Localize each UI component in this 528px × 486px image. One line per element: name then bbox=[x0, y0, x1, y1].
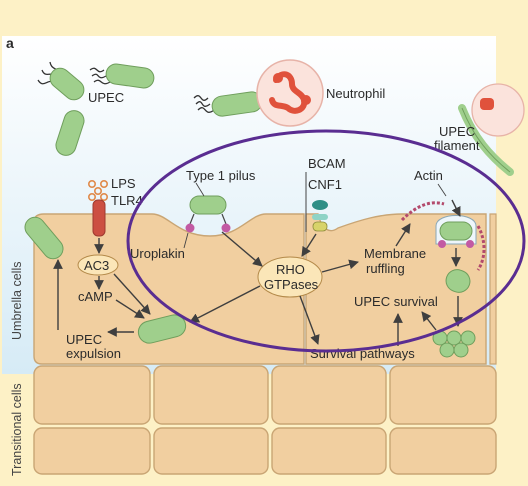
upec-bacterium-topleft bbox=[37, 61, 85, 101]
ac3-label: AC3 bbox=[84, 258, 109, 273]
uroplakin-label: Uroplakin bbox=[130, 246, 185, 261]
neutrophil bbox=[256, 59, 324, 127]
transitional-cells-label: Transitional cells bbox=[10, 383, 24, 476]
umbrella-cells-label: Umbrella cells bbox=[10, 262, 24, 341]
camp-label: cAMP bbox=[78, 289, 113, 304]
upec-filament-label-line1: UPEC bbox=[439, 124, 475, 139]
neutrophil-label: Neutrophil bbox=[326, 86, 385, 101]
membrane-ruffling-label-line2: ruffling bbox=[366, 261, 405, 276]
lps-tlr4-complex bbox=[88, 180, 109, 237]
upec-expulsion-label-line2: expulsion bbox=[66, 346, 121, 361]
transitional-cell bbox=[33, 365, 151, 425]
transitional-cell-layer bbox=[33, 365, 497, 475]
upec-filament-label-line2: filament bbox=[434, 138, 480, 153]
type1-pilus-label: Type 1 pilus bbox=[186, 168, 256, 183]
actin-label: Actin bbox=[414, 168, 443, 183]
membrane-ruffling-label-line1: Membrane bbox=[364, 246, 426, 261]
intracellular-bacterium bbox=[445, 269, 471, 293]
cnf1-toxin bbox=[305, 172, 328, 232]
arrow-rho-to-survival-pathways bbox=[299, 295, 320, 345]
upec-bacterium-top bbox=[89, 63, 155, 89]
upec-bacterium-expelled bbox=[137, 314, 187, 344]
transitional-cell bbox=[271, 365, 387, 425]
upec-bacterium-left-edge bbox=[24, 216, 64, 260]
invading-bacterium bbox=[435, 215, 477, 248]
upec-label: UPEC bbox=[88, 90, 124, 105]
cnf1-label: CNF1 bbox=[308, 177, 342, 192]
upec-bacterium-near-neutrophil bbox=[193, 91, 263, 117]
upec-expulsion-label-line1: UPEC bbox=[66, 332, 102, 347]
uroplakin-leader bbox=[183, 232, 189, 249]
arrow-cnf1-to-rho bbox=[301, 233, 317, 257]
ac3-oval bbox=[77, 254, 119, 276]
transitional-cell bbox=[271, 427, 387, 475]
intracellular-bacterial-community bbox=[432, 330, 476, 358]
transitional-cell bbox=[153, 365, 269, 425]
arrow-actin-to-bacterium bbox=[451, 199, 461, 217]
arrow-ruffling-to-actin bbox=[395, 223, 411, 247]
transitional-cell bbox=[153, 427, 269, 475]
transitional-cell bbox=[389, 365, 497, 425]
type1-pilus-leader bbox=[195, 182, 205, 197]
type1-pilus-bacterium bbox=[185, 195, 231, 233]
lps-label: LPS bbox=[111, 176, 136, 191]
pathway-arrows bbox=[53, 199, 463, 346]
arrow-camp-to-bacterium bbox=[115, 299, 145, 319]
arrow-ac3-to-bacterium bbox=[113, 273, 151, 315]
rho-gtpases-label-line2: GTPases bbox=[264, 277, 319, 292]
arrow-community-to-upec-survival bbox=[421, 311, 437, 331]
bcam-label: BCAM bbox=[308, 156, 346, 171]
actin-leader bbox=[437, 183, 447, 197]
arrow-pilus-to-rho bbox=[221, 231, 263, 267]
upec-survival-label: UPEC survival bbox=[354, 294, 438, 309]
umbrella-cell-right bbox=[489, 213, 497, 365]
actin-filaments bbox=[400, 201, 486, 271]
panel-letter: a bbox=[6, 35, 14, 51]
rho-gtpases-oval bbox=[257, 256, 323, 298]
tlr4-label: TLR4 bbox=[111, 193, 143, 208]
upec-filament bbox=[458, 83, 525, 176]
rho-gtpases-label-line1: RHO bbox=[276, 262, 305, 277]
transitional-cell bbox=[33, 427, 151, 475]
arrow-rho-to-bacterium bbox=[189, 285, 261, 323]
upec-bacterium-vertical bbox=[55, 110, 85, 156]
arrow-rho-to-ruffling bbox=[321, 259, 359, 273]
transitional-cell bbox=[389, 427, 497, 475]
highlight-ellipse bbox=[126, 129, 526, 353]
